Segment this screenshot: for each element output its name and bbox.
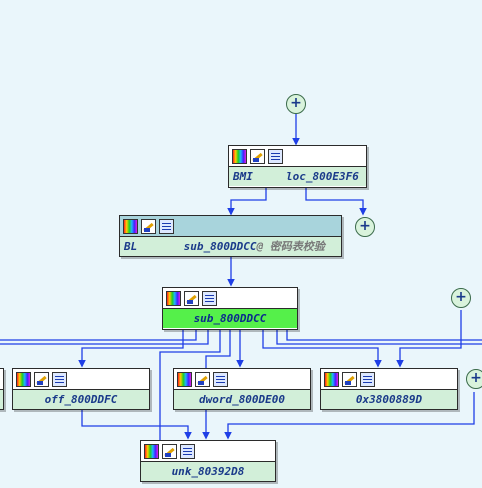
xref-list-icon[interactable] xyxy=(159,218,174,234)
xref-list-icon[interactable] xyxy=(202,290,217,306)
graph-node-partial[interactable] xyxy=(0,368,4,410)
edit-icon[interactable] xyxy=(250,148,265,164)
node-header xyxy=(229,146,366,166)
graph-color-icon[interactable] xyxy=(177,371,192,387)
graph-color-icon[interactable] xyxy=(123,218,138,234)
graph-color-icon[interactable] xyxy=(144,443,159,459)
edit-icon[interactable] xyxy=(184,290,199,306)
node-instruction[interactable]: BMI loc_800E3F6 xyxy=(229,166,366,186)
node-header xyxy=(0,369,3,389)
operand: loc_800E3F6 xyxy=(286,170,359,183)
node-header xyxy=(163,288,297,308)
node-label[interactable]: off_800DDFC xyxy=(13,389,149,409)
graph-node-hex[interactable]: 0x3800889D xyxy=(320,368,458,410)
edit-icon[interactable] xyxy=(195,371,210,387)
edit-icon[interactable] xyxy=(34,371,49,387)
expand-node-button[interactable]: + xyxy=(355,217,375,237)
expand-node-button[interactable]: + xyxy=(451,288,471,308)
mnemonic: BL xyxy=(124,240,138,253)
node-label[interactable]: 0x3800889D xyxy=(321,389,457,409)
graph-node-bl[interactable]: BL sub_800DDCC@ 密码表校验 xyxy=(119,215,342,257)
xref-list-icon[interactable] xyxy=(180,443,195,459)
node-header xyxy=(141,441,275,461)
xref-list-icon[interactable] xyxy=(360,371,375,387)
graph-color-icon[interactable] xyxy=(324,371,339,387)
edit-icon[interactable] xyxy=(162,443,177,459)
node-header xyxy=(174,369,310,389)
graph-node-unk[interactable]: unk_80392D8 xyxy=(140,440,276,482)
graph-node-off[interactable]: off_800DDFC xyxy=(12,368,150,410)
node-label[interactable]: sub_800DDCC xyxy=(163,308,297,328)
edit-icon[interactable] xyxy=(141,218,156,234)
node-label[interactable]: unk_80392D8 xyxy=(141,461,275,481)
graph-color-icon[interactable] xyxy=(166,290,181,306)
mnemonic: BMI xyxy=(233,170,253,183)
node-header xyxy=(120,216,341,236)
graph-node-sub[interactable]: sub_800DDCC xyxy=(162,287,298,330)
operand: sub_800DDCC xyxy=(183,240,257,253)
graph-node-dword[interactable]: dword_800DE00 xyxy=(173,368,311,410)
xref-list-icon[interactable] xyxy=(52,371,67,387)
node-header xyxy=(321,369,457,389)
edit-icon[interactable] xyxy=(342,371,357,387)
expand-node-button[interactable]: + xyxy=(286,94,306,114)
xref-list-icon[interactable] xyxy=(268,148,283,164)
graph-color-icon[interactable] xyxy=(16,371,31,387)
expand-node-button[interactable]: + xyxy=(466,369,482,389)
node-body xyxy=(0,389,3,409)
graph-node-loc[interactable]: BMI loc_800E3F6 xyxy=(228,145,367,188)
node-label[interactable]: dword_800DE00 xyxy=(174,389,310,409)
node-header xyxy=(13,369,149,389)
graph-color-icon[interactable] xyxy=(232,148,247,164)
node-instruction[interactable]: BL sub_800DDCC@ 密码表校验 xyxy=(120,236,341,256)
xref-list-icon[interactable] xyxy=(213,371,228,387)
comment: @ 密码表校验 xyxy=(256,240,325,253)
